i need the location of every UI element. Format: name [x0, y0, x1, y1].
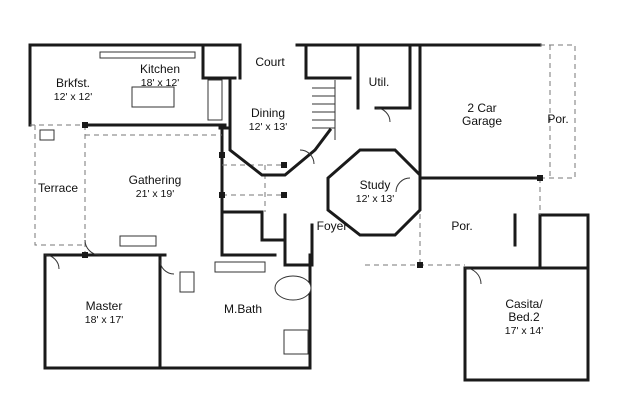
- porch-garage-label: Por.: [547, 112, 568, 126]
- court-label: Court: [255, 55, 285, 69]
- porch-posts: [82, 122, 543, 268]
- casita-label-line1: Casita/: [505, 297, 543, 311]
- foyer-label: Foyer: [317, 219, 348, 233]
- terrace-label: Terrace: [38, 181, 78, 195]
- dining-label: Dining: [251, 106, 285, 120]
- gathering-dims: 21' x 19': [136, 188, 174, 200]
- garage-label-line2: Garage: [462, 114, 502, 128]
- grill-icon: [39, 129, 55, 141]
- breakfast-dims: 12' x 12': [54, 91, 92, 103]
- dining-dims: 12' x 13': [249, 121, 287, 133]
- toilet-icon: [179, 271, 195, 293]
- vanity-icon: [214, 261, 266, 273]
- bathtub-icon: [274, 275, 312, 301]
- casita-label-line2: Bed.2: [508, 310, 540, 324]
- kitchen-dims: 18' x 12': [141, 77, 179, 89]
- dining-bay: [228, 126, 333, 177]
- study-dims: 12' x 13': [356, 193, 394, 205]
- gathering-label: Gathering: [129, 173, 182, 187]
- study-octagon: [326, 148, 422, 237]
- outline-lines: [30, 44, 576, 266]
- master-label: Master: [86, 299, 123, 313]
- garage-label-line1: 2 Car: [467, 101, 496, 115]
- casita-dims: 17' x 14': [505, 325, 543, 337]
- utility-label: Util.: [369, 75, 390, 89]
- room-labels: Brkfst. 12' x 12' Kitchen 18' x 12' Cour…: [38, 55, 569, 337]
- breakfast-label: Brkfst.: [56, 76, 90, 90]
- kitchen-label: Kitchen: [140, 62, 180, 76]
- fireplace-icon: [119, 235, 157, 247]
- porch-front-label: Por.: [451, 219, 472, 233]
- master-dims: 18' x 17': [85, 314, 123, 326]
- master-bath-label: M.Bath: [224, 302, 262, 316]
- study-label: Study: [360, 178, 391, 192]
- shower-icon: [283, 329, 309, 355]
- door-swings: [44, 107, 482, 285]
